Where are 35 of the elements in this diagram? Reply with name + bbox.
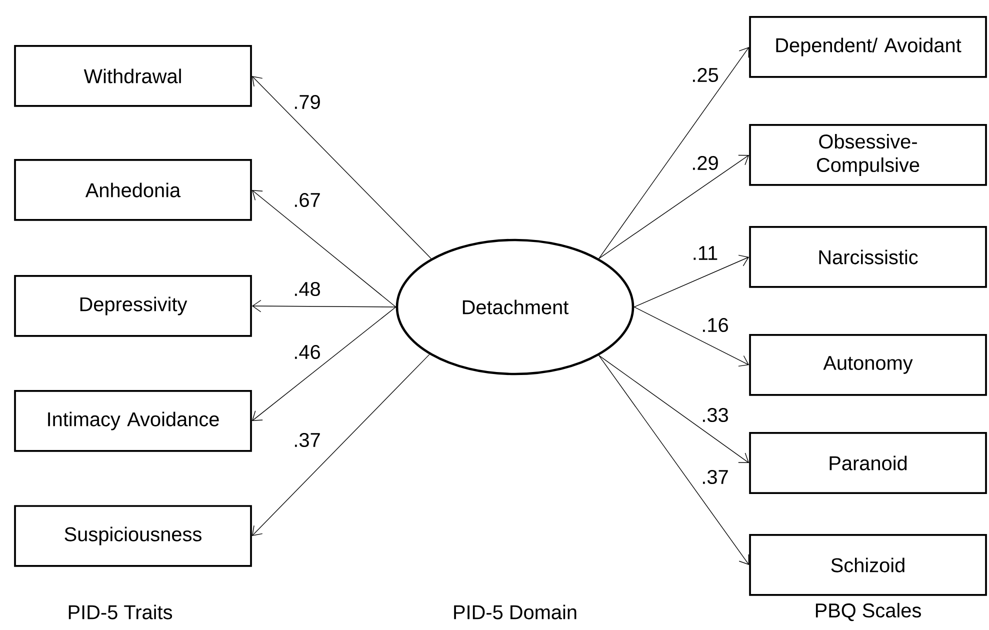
edge-label: .29	[692, 156, 718, 170]
column-label: PID-5 Domain	[454, 604, 576, 620]
scale-box: Schizoid	[749, 534, 987, 596]
arrow	[598, 355, 750, 565]
arrow	[598, 47, 750, 259]
edge-label: .79	[294, 94, 320, 110]
scale-box: Paranoid	[749, 432, 987, 494]
scale-box: Intimacy Avoidance	[14, 390, 252, 452]
arrow	[252, 306, 396, 421]
arrow	[252, 300, 396, 312]
arrow	[598, 355, 750, 463]
arrow	[634, 254, 750, 308]
edge-label: .37	[702, 470, 728, 484]
scale-box: Dependent/ Avoidant	[749, 16, 987, 78]
edge-label: .46	[294, 344, 320, 360]
arrow	[598, 154, 750, 259]
arrow	[252, 76, 432, 259]
scale-box: Suspiciousness	[14, 505, 252, 567]
column-label: PID-5 Traits	[68, 604, 172, 620]
arrow	[634, 306, 750, 367]
edge-label: .16	[702, 318, 728, 332]
arrow	[252, 190, 396, 308]
scale-box: Anhedonia	[14, 159, 252, 221]
edge-label: .11	[694, 246, 718, 260]
scale-box: Withdrawal	[14, 45, 252, 107]
arrow	[252, 354, 430, 536]
scale-box: Narcissistic	[749, 226, 987, 288]
scale-box: Obsessive-Compulsive	[749, 124, 987, 186]
scale-box: Autonomy	[749, 334, 987, 396]
edge-label: .48	[294, 282, 320, 296]
edge-label: .33	[702, 408, 728, 422]
edge-label: .25	[692, 68, 718, 82]
edge-label: .67	[294, 192, 320, 208]
edge-label: .37	[294, 432, 320, 448]
scale-box: Depressivity	[14, 275, 252, 337]
